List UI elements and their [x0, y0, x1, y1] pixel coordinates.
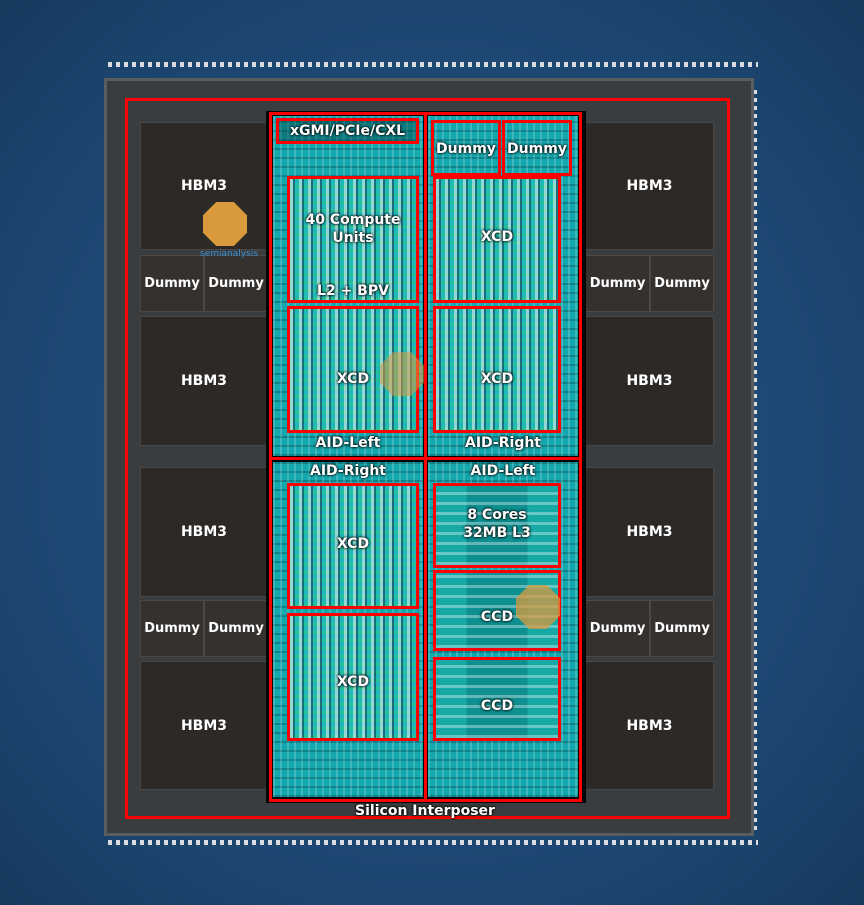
cores-label: 8 Cores [467, 507, 527, 523]
aid-divider-horizontal [269, 457, 582, 460]
dummy-die-top: Dummy [431, 120, 501, 176]
dummy-label: Dummy [589, 276, 646, 291]
xcd-die: XCD [287, 483, 419, 609]
hbm3-stack: HBM3 [585, 316, 714, 446]
xcd-label: XCD [336, 674, 370, 690]
io-label: xGMI/PCIe/CXL [289, 123, 406, 139]
dummy-die: Dummy [650, 255, 714, 312]
dummy-die: Dummy [585, 600, 650, 657]
hbm3-stack: HBM3 [140, 316, 268, 446]
ccd-die: 8 Cores 32MB L3 [433, 483, 561, 568]
semianalysis-logo-icon [380, 352, 424, 396]
l2-bpv-label: L2 + BPV [317, 283, 389, 299]
dummy-die: Dummy [140, 255, 204, 312]
dummy-die: Dummy [204, 600, 268, 657]
interposer-label: Silicon Interposer [355, 803, 495, 819]
watermark-text: semianalysis [200, 249, 258, 259]
xcd-label: XCD [336, 371, 370, 387]
aid-left-label: AID-Left [470, 463, 536, 479]
aid-right-label: AID-Right [310, 463, 386, 479]
hbm-label: HBM3 [626, 524, 673, 540]
dummy-label: Dummy [589, 621, 646, 636]
hbm3-stack: HBM3 [585, 467, 714, 597]
xcd-die: XCD [287, 613, 419, 741]
dummy-die: Dummy [140, 600, 204, 657]
io-region: xGMI/PCIe/CXL [276, 118, 419, 144]
hbm-label: HBM3 [626, 373, 673, 389]
ccd-die: CCD [433, 657, 561, 741]
hbm3-stack: HBM3 [585, 661, 714, 790]
xcd-die: XCD [433, 176, 561, 303]
ccd-label: CCD [480, 698, 514, 714]
compute-units-label: Units [332, 230, 374, 246]
xcd-label: XCD [480, 229, 514, 245]
dummy-label: Dummy [208, 621, 264, 636]
dummy-label: Dummy [208, 276, 264, 291]
hbm-label: HBM3 [180, 373, 228, 389]
hbm3-stack: HBM3 [140, 467, 268, 597]
xcd-label: XCD [480, 371, 514, 387]
dummy-label: Dummy [436, 141, 496, 157]
semianalysis-logo-icon [516, 585, 560, 629]
semianalysis-logo-icon [203, 202, 247, 246]
interposer-outline [125, 98, 730, 819]
aid-die [273, 462, 423, 797]
dummy-label: Dummy [654, 276, 710, 291]
dummy-label: Dummy [654, 621, 710, 636]
dummy-label: Dummy [507, 141, 567, 157]
xcd-label: XCD [336, 536, 370, 552]
hbm-label: HBM3 [626, 717, 673, 734]
hbm-label: HBM3 [180, 524, 228, 540]
pad-row-top [108, 62, 758, 67]
dummy-die: Dummy [585, 255, 650, 312]
dummy-die: Dummy [650, 600, 714, 657]
dummy-label: Dummy [144, 621, 200, 636]
pad-row-bottom [108, 840, 758, 845]
dummy-die-top: Dummy [502, 120, 572, 176]
aid-right-label: AID-Right [465, 435, 541, 451]
l3-label: 32MB L3 [463, 525, 531, 541]
xcd-die: XCD [433, 306, 561, 433]
hbm-label: HBM3 [180, 717, 228, 734]
hbm-label: HBM3 [626, 178, 673, 194]
hbm3-stack: HBM3 [585, 122, 714, 250]
hbm-label: HBM3 [180, 178, 228, 194]
dummy-label: Dummy [144, 276, 200, 291]
aid-left-label: AID-Left [315, 435, 381, 451]
ccd-label: CCD [480, 609, 514, 625]
compute-units-label: 40 Compute [305, 212, 401, 228]
